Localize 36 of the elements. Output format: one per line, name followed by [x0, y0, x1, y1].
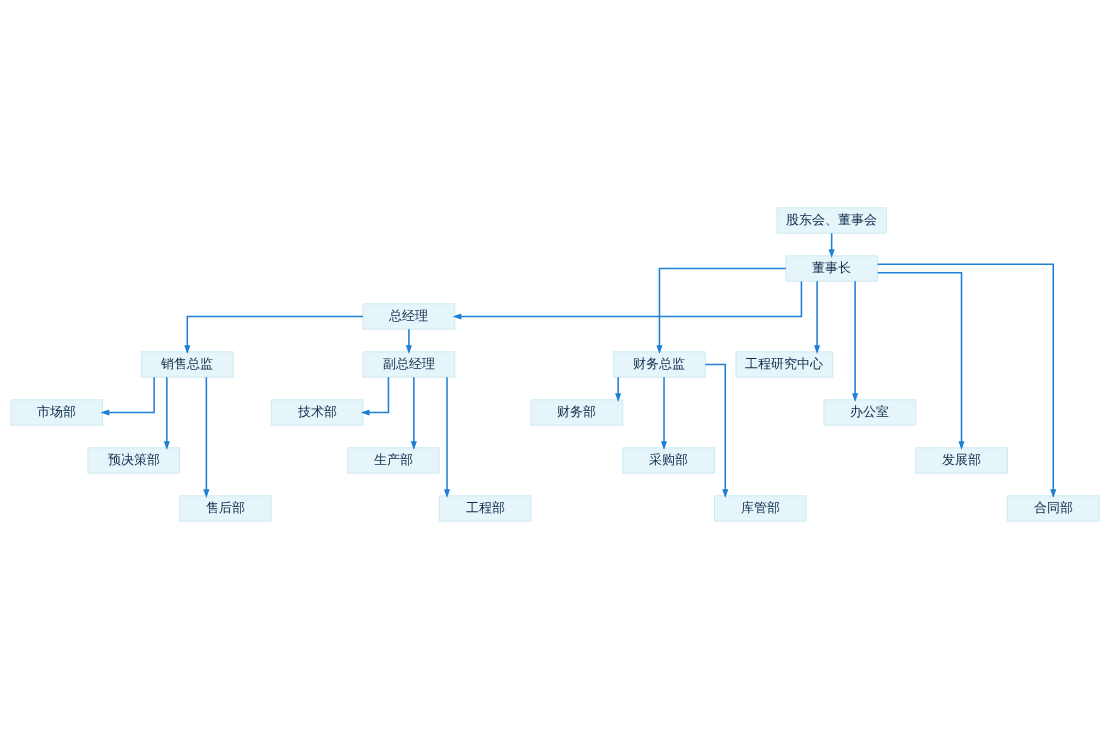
arrow [405, 328, 412, 354]
node-box: 办公室 [823, 399, 916, 426]
node-box: 销售总监 [141, 351, 234, 378]
arrow [615, 376, 622, 402]
node-box: 生产部 [347, 447, 440, 474]
node-box: 发展部 [915, 447, 1008, 474]
arrow [814, 280, 821, 355]
node-box: 董事长 [785, 255, 878, 282]
arrow [410, 376, 417, 451]
arrow [184, 315, 364, 354]
node-box: 工程研究中心 [735, 351, 834, 378]
arrow [443, 376, 451, 499]
arrow [660, 376, 668, 451]
arrow [452, 280, 803, 320]
arrow [656, 267, 787, 355]
node-box: 市场部 [10, 399, 103, 426]
arrow [360, 376, 390, 416]
node-box: 财务总监 [613, 351, 706, 378]
node-box: 总经理 [362, 303, 456, 330]
arrow [100, 376, 155, 416]
node-box: 股东会、董事会 [776, 207, 887, 234]
node-box: 技术部 [270, 399, 364, 426]
arrow [852, 280, 859, 403]
node-box: 库管部 [714, 495, 807, 522]
arrow [203, 376, 210, 499]
arrow [704, 363, 729, 499]
node-box: 售后部 [179, 495, 272, 522]
arrow [876, 271, 965, 450]
arrow [876, 263, 1057, 499]
node-box: 工程部 [438, 495, 532, 522]
node-box: 财务部 [530, 399, 624, 426]
arrow [163, 376, 170, 451]
node-box: 合同部 [1007, 495, 1100, 522]
node-box: 预决策部 [87, 447, 180, 474]
node-box: 采购部 [622, 447, 715, 474]
node-box: 副总经理 [362, 351, 456, 378]
